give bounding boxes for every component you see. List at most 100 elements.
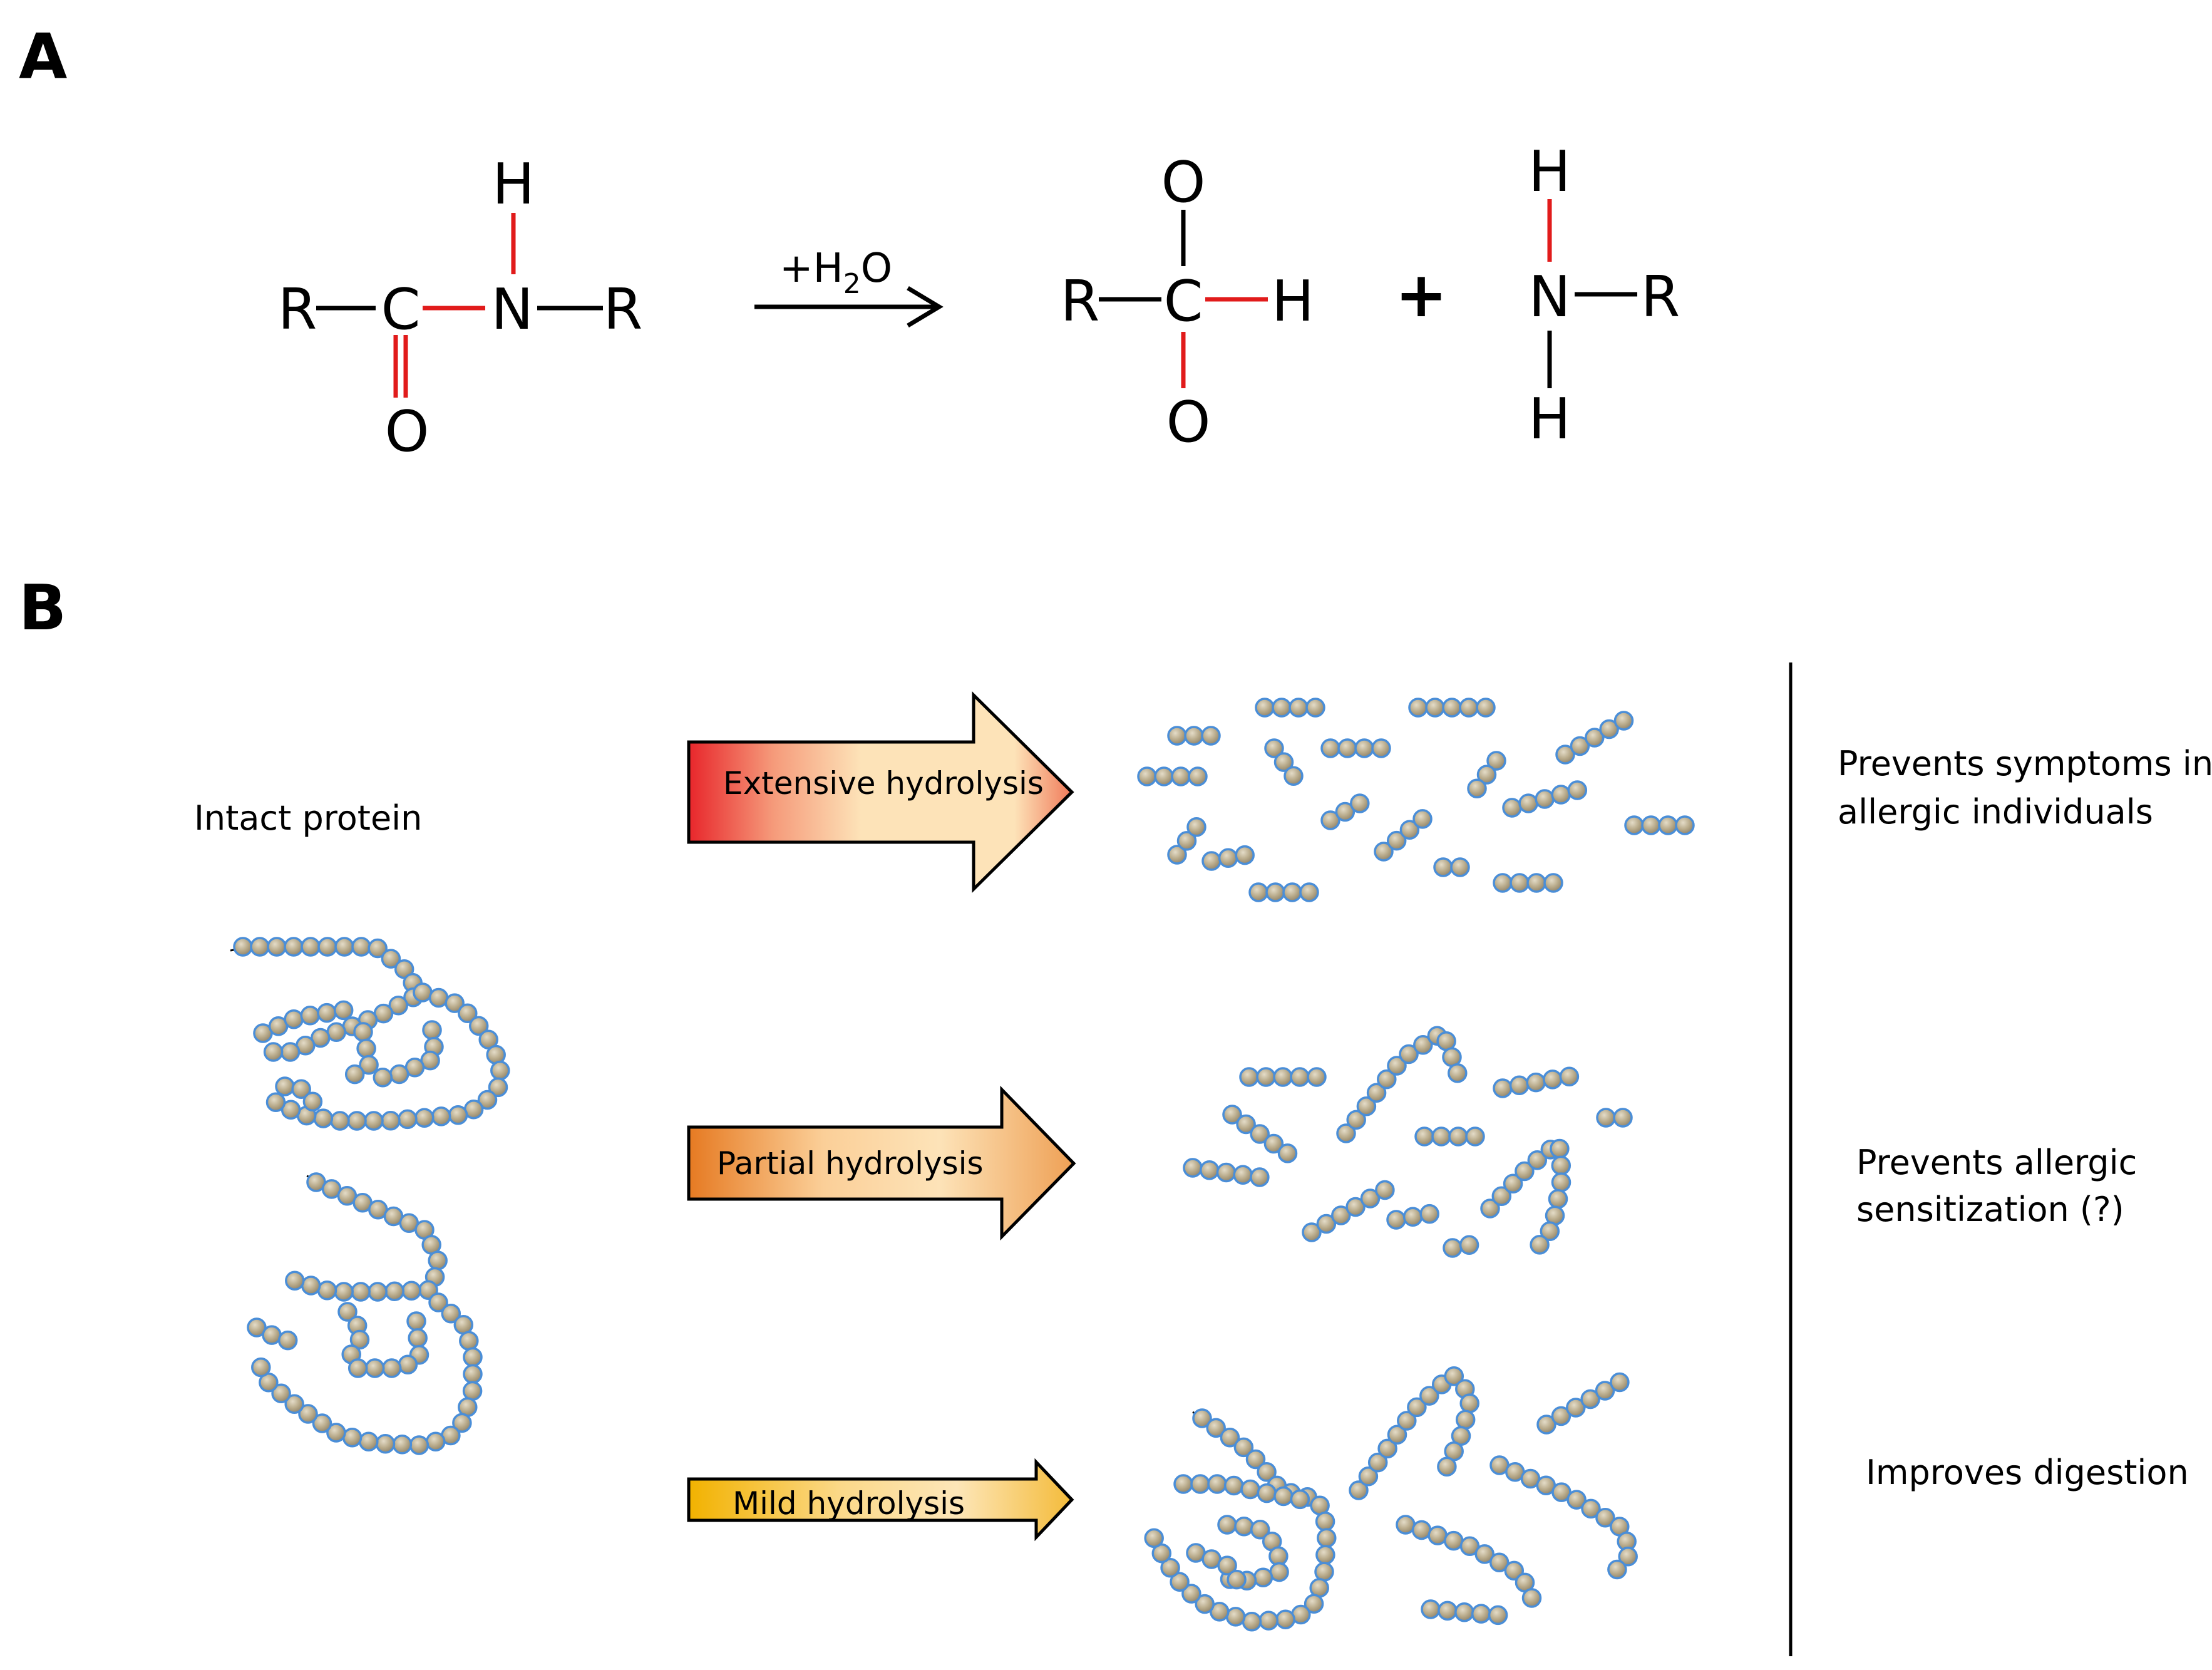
amino-acid-bead — [1314, 1562, 1334, 1582]
amino-acid-bead — [275, 1076, 295, 1096]
amino-acid-bead — [364, 1111, 384, 1131]
product-amine: H N R H — [1528, 139, 1680, 452]
amine-r: R — [1641, 264, 1680, 330]
amino-acid-bead — [1433, 857, 1453, 877]
amino-acid-bead — [334, 937, 354, 957]
amino-acid-bead — [1190, 1474, 1210, 1494]
amino-acid-bead — [1258, 1611, 1279, 1631]
amino-acid-bead — [373, 1067, 393, 1088]
amino-acid-bead — [1316, 1214, 1337, 1234]
amino-acid-bead — [326, 1423, 346, 1443]
outcome-partial: Prevents allergic sensitization (?) — [1856, 1143, 2137, 1229]
amino-acid-bead — [1543, 873, 1563, 893]
amino-acid-bead — [1317, 1528, 1337, 1548]
amino-acid-bead — [1551, 1406, 1572, 1426]
amino-acid-bead — [462, 1381, 483, 1401]
reagent-water: +H2O — [779, 245, 892, 300]
amino-acid-bead — [259, 1372, 279, 1393]
amino-acid-bead — [452, 1413, 472, 1433]
amino-acid-bead — [267, 937, 287, 957]
amino-acid-bead — [1240, 1479, 1260, 1500]
amino-acid-bead — [284, 937, 304, 957]
amino-acid-bead — [1493, 1078, 1513, 1098]
amino-acid-bead — [375, 1433, 396, 1454]
amino-acid-bead — [401, 1281, 421, 1301]
amino-acid-bead — [1428, 1525, 1448, 1545]
arrow-label-mild: Mild hydrolysis — [733, 1485, 965, 1522]
amino-acid-bead — [426, 1431, 446, 1452]
amino-acid-bead — [1407, 1397, 1427, 1418]
amino-acid-bead — [317, 937, 337, 957]
amino-acid-bead — [262, 1325, 282, 1345]
amino-acid-bead — [389, 1064, 409, 1085]
amino-acid-bead — [265, 1092, 286, 1112]
amino-acid-bead — [1580, 1389, 1600, 1410]
amino-acid-bead — [1358, 1466, 1379, 1487]
amino-acid-bead — [1201, 851, 1222, 871]
amino-acid-bead — [1467, 778, 1487, 798]
amino-acid-bead — [317, 1281, 337, 1301]
amino-acid-bead — [1374, 842, 1394, 862]
amino-acid-bead — [1366, 1083, 1387, 1103]
acid-r: R — [1061, 269, 1100, 334]
amino-acid-bead — [364, 1358, 385, 1378]
amino-acid-bead — [1550, 1138, 1570, 1159]
amino-acid-bead — [1225, 1607, 1246, 1627]
amino-acid-bead — [1599, 719, 1619, 740]
amino-acid-bead — [1160, 1557, 1180, 1578]
amino-acid-bead — [359, 1054, 379, 1075]
acid-c: C — [1164, 269, 1203, 334]
amino-acid-bead — [1471, 1604, 1491, 1624]
amino-acid-bead — [1253, 1567, 1273, 1587]
amino-acid-bead — [1530, 1235, 1550, 1255]
amino-acid-bead — [1173, 1474, 1193, 1494]
amino-acid-bead — [353, 1022, 373, 1042]
amine-h-top: H — [1528, 139, 1571, 205]
amino-acid-bead — [337, 1302, 358, 1322]
amino-acid-bead — [1618, 1547, 1638, 1567]
amino-acid-bead — [398, 1354, 418, 1375]
amino-acid-bead — [359, 1431, 379, 1451]
amino-acid-bead — [1455, 1410, 1476, 1430]
amino-acid-bead — [1201, 726, 1221, 746]
amino-acid-bead — [1222, 1105, 1242, 1125]
amino-acid-bead — [1566, 1398, 1586, 1418]
amino-acid-bead — [1256, 1067, 1276, 1087]
amino-acid-bead — [1408, 698, 1428, 718]
amino-acid-bead — [1227, 1569, 1247, 1590]
amino-acid-bead — [233, 937, 253, 957]
amino-acid-bead — [1521, 1588, 1542, 1608]
amino-acid-bead — [1526, 873, 1546, 893]
amino-acid-bead — [313, 1108, 334, 1128]
amino-acid-bead — [247, 1317, 267, 1338]
amino-acid-bead — [1220, 1427, 1240, 1448]
amino-acid-bead — [368, 938, 388, 959]
amino-acid-bead — [408, 1328, 428, 1348]
amino-acid-bead — [1503, 1173, 1523, 1194]
amino-acid-bead — [1151, 1543, 1172, 1564]
amino-acid-bead — [271, 1383, 291, 1404]
outcome-mild: Improves digestion — [1866, 1453, 2189, 1492]
amino-acid-bead — [1444, 1530, 1464, 1551]
amino-acid-bead — [1233, 1437, 1254, 1458]
amino-acid-bead — [1248, 882, 1268, 902]
amino-acid-bead — [1305, 698, 1325, 718]
amino-acid-bead — [1377, 1069, 1397, 1090]
reactant-amide: R C N R H O — [278, 152, 643, 465]
amino-acid-bead — [392, 1435, 413, 1455]
amino-acid-bead — [1257, 1483, 1277, 1503]
amino-acid-bead — [1465, 1126, 1485, 1147]
amino-acid-bead — [1535, 789, 1555, 809]
amino-acid-bead — [1543, 1070, 1563, 1090]
amino-acid-bead — [1273, 1486, 1294, 1507]
amino-acid-bead — [1272, 698, 1292, 718]
amino-acid-bead — [1265, 882, 1285, 902]
amino-acid-bead — [347, 1111, 367, 1131]
amino-acid-bead — [459, 1331, 479, 1351]
amino-acid-bead — [280, 1100, 301, 1120]
amino-acid-bead — [1399, 1044, 1419, 1064]
amino-acid-bead — [1476, 765, 1497, 785]
amino-acid-bead — [1412, 809, 1433, 829]
amino-acid-bead — [1304, 1594, 1324, 1614]
amino-acid-bead — [1171, 766, 1191, 786]
